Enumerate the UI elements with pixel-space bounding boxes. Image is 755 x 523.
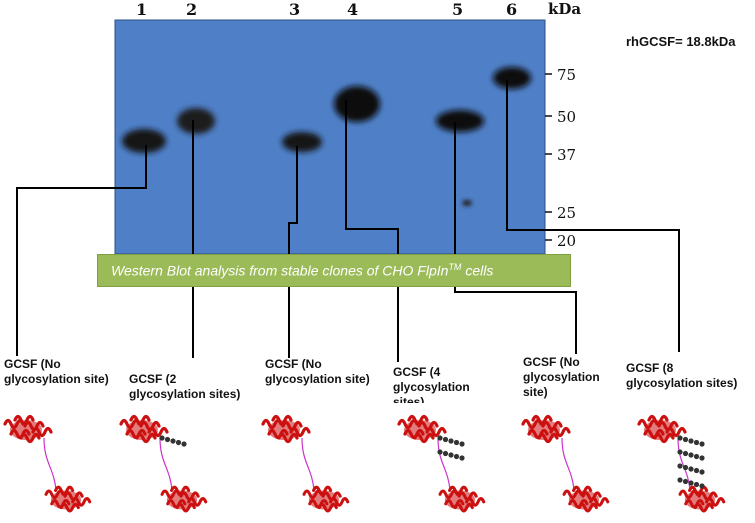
lane-number-3: 3 [289,0,301,19]
construct-5-line-3: site) [523,385,548,399]
caption-superscript: TM [448,262,462,272]
protein-structure-2 [119,414,208,513]
construct-label-1: GCSF (No glycosylation site) [4,357,109,387]
construct-3-line-2: glycosylation site) [265,372,370,386]
construct-label-3: GCSF (No glycosylation site) [265,357,370,387]
lane-number-2: 2 [186,0,198,19]
construct-label-6: GCSF (8 glycosylation sites) [626,361,737,391]
construct-label-4: GCSF (4 glycosylation sites) [393,365,470,403]
band-lane-3 [282,132,322,152]
marker-75: 75 [557,66,577,84]
construct-label-5: GCSF (No glycosylation site) [523,355,600,403]
construct-4-line-3: sites) [393,395,425,403]
connector-lane-6 [506,80,680,352]
construct-2-line-1: GCSF (2 [129,372,177,386]
construct-4-line-2: glycosylation [393,380,470,394]
caption-bar [97,254,571,287]
rhgcsf-note: rhGCSF= 18.8kDa [626,34,736,49]
band-lane-5 [436,110,484,132]
connector-lane-1 [16,145,147,356]
protein-structure-3 [261,414,350,513]
construct-5-line-2: glycosylation [523,370,600,384]
band-lane-1 [122,129,166,153]
lane-number-6: 6 [506,0,518,19]
band-lane-2 [177,108,215,134]
construct-3-line-1: GCSF (No [265,357,322,371]
lane-number-1: 1 [136,0,148,19]
band-lane-6 [493,67,531,89]
construct-2-line-2: glycosylation sites) [129,387,241,401]
lane-number-5: 5 [452,0,464,19]
connector-lane-5 [454,122,577,354]
caption: Western Blot analysis from stable clones… [111,262,493,279]
construct-4-line-1: GCSF (4 [393,365,441,379]
connector-lane-3 [288,146,298,358]
band-lane-4 [334,86,380,122]
construct-1-line-2: glycosylation site) [4,372,109,386]
construct-6-line-1: GCSF (8 [626,361,674,375]
protein-structure-4 [397,414,486,513]
construct-6-line-2: glycosylation sites) [626,376,738,390]
protein-structure-5 [521,414,610,513]
marker-37: 37 [557,146,577,164]
construct-5-line-1: GCSF (No [523,355,580,369]
blot-membrane [115,20,545,254]
marker-50: 50 [557,108,577,126]
construct-label-2: GCSF (2 glycosylation sites) [129,372,240,402]
kda-label: kDa [548,0,582,18]
connector-lane-4 [345,100,399,362]
marker-20: 20 [557,232,577,250]
caption-suffix: cells [461,262,494,279]
protein-structure-1 [3,414,92,513]
construct-1-line-1: GCSF (No [4,357,61,371]
lane-number-4: 4 [347,0,359,19]
marker-25: 25 [557,204,577,222]
protein-structure-6 [637,414,726,513]
caption-main: Western Blot analysis from stable clones… [111,262,449,279]
